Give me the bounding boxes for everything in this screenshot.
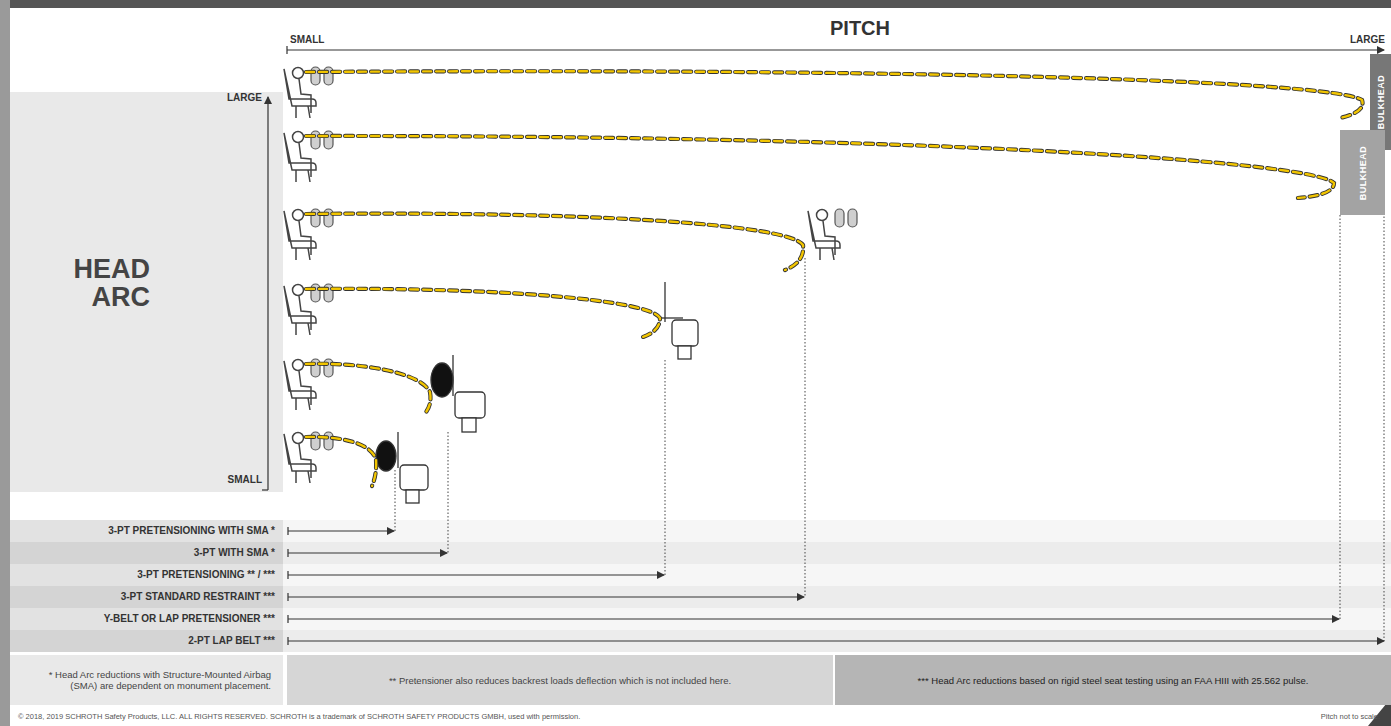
axis-end: LARGE [1350,34,1385,45]
axis-end: SMALL [228,474,262,485]
row-label: 3-PT STANDARD RESTRAINT *** [121,591,275,602]
note: Pitch not to scale. [1321,712,1380,721]
row-label: 3-PT PRETENSIONING ** / *** [137,569,275,580]
axis-end: SMALL [290,34,324,45]
axis-panel [10,92,283,492]
axis-title: PITCH [822,17,898,40]
bulkhead-panel: BULKHEAD [1340,130,1385,215]
row-label: Y-BELT OR LAP PRETENSIONER *** [104,613,275,624]
footnote-text: * Head Arc reductions with Structure-Mou… [22,669,271,691]
seat-rows [284,67,857,483]
row-label: 3-PT PRETENSIONING WITH SMA * [108,525,275,536]
copyright: © 2018, 2019 SCHROTH Safety Products, LL… [18,712,580,721]
bulkhead-label: BULKHEAD [1358,145,1368,200]
footnote-text: *** Head Arc reductions based on rigid s… [918,675,1309,686]
axes [262,46,1384,490]
axis-end: LARGE [227,92,262,103]
range-arrows [288,527,1384,645]
footnote-box: *** Head Arc reductions based on rigid s… [835,655,1391,705]
side-bar [0,0,10,726]
row-label: 2-PT LAP BELT *** [188,635,275,646]
top-bar [0,0,1391,8]
head-arcs [306,71,1363,486]
footnote-box: * Head Arc reductions with Structure-Mou… [10,655,283,705]
table-rows [10,520,1391,652]
bulkhead-label: BULKHEAD [1376,75,1386,130]
axis-title: HEAD ARC [40,255,150,312]
drop-lines [395,150,1384,641]
row-label: 3-PT WITH SMA * [194,547,275,558]
footnote-text: ** Pretensioner also reduces backrest lo… [389,675,731,686]
footnote-box: ** Pretensioner also reduces backrest lo… [287,655,833,705]
monitors [376,282,698,503]
